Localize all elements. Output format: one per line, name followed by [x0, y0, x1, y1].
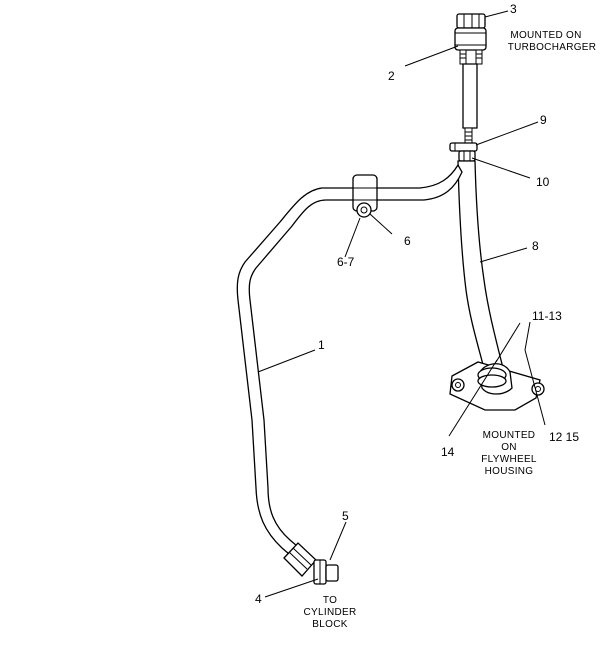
- callout-9: 9: [540, 113, 547, 127]
- note-turbo-line2: TURBOCHARGER: [508, 42, 597, 53]
- callout-2: 2: [388, 69, 395, 83]
- callout-4: 4: [255, 592, 262, 606]
- bracket-9: [449, 142, 478, 152]
- hose-8: [457, 160, 504, 377]
- callout-1: 1: [318, 338, 325, 352]
- note-block-line3: BLOCK: [312, 619, 347, 630]
- leader-lines: [257, 10, 546, 598]
- callout-3: 3: [510, 2, 517, 16]
- callout-14: 14: [441, 445, 455, 459]
- callout-6: 6: [404, 234, 411, 248]
- note-flywheel-line2: ON: [501, 442, 517, 453]
- clip-6: [352, 174, 378, 218]
- callout-6-7: 6-7: [337, 255, 355, 269]
- note-turbo-line1: MOUNTED ON: [510, 30, 581, 41]
- callout-10: 10: [536, 175, 550, 189]
- tube-1: [236, 163, 463, 561]
- note-flywheel-line4: HOUSING: [485, 466, 534, 477]
- note-flywheel-line1: MOUNTED: [483, 430, 536, 441]
- upper-drain-tube: [462, 63, 478, 145]
- callout-11-13: 11-13: [532, 309, 562, 323]
- callout-12-15: 12 15: [549, 430, 579, 444]
- nut-10: [458, 150, 476, 162]
- note-flywheel-line3: FLYWHEEL: [481, 454, 537, 465]
- callout-5: 5: [342, 509, 349, 523]
- note-block-line2: CYLINDER: [304, 607, 357, 618]
- callout-8: 8: [532, 239, 539, 253]
- turbo-fitting: [454, 13, 487, 65]
- block-fitting: [283, 542, 339, 585]
- note-block-line1: TO: [323, 595, 337, 606]
